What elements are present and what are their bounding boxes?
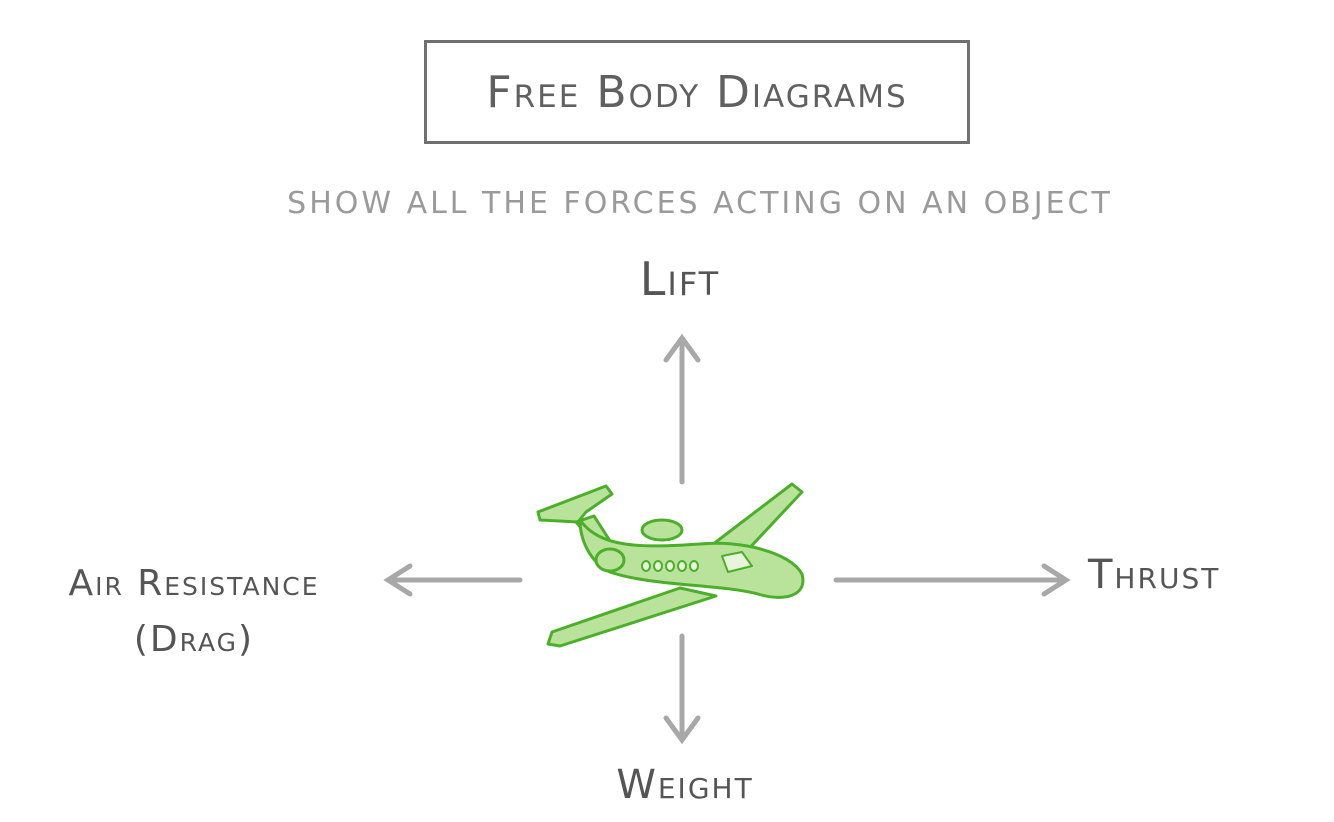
thrust-arrow (836, 566, 1066, 594)
thrust-label: Thrust (1088, 552, 1220, 598)
title-box: Free Body Diagrams (424, 40, 970, 144)
drag-label-line1: Air Resistance (14, 556, 374, 612)
subtitle: Show all the forces acting on an object (260, 186, 1140, 221)
lift-label: Lift (600, 252, 760, 306)
weight-label: Weight (580, 762, 790, 808)
drag-label: Air Resistance (Drag) (14, 556, 374, 668)
drag-arrow (388, 566, 520, 594)
lift-arrow (666, 338, 698, 482)
drag-label-line2: (Drag) (14, 612, 374, 668)
weight-arrow (666, 636, 698, 740)
airplane-icon (538, 484, 803, 646)
page-title: Free Body Diagrams (486, 67, 907, 118)
